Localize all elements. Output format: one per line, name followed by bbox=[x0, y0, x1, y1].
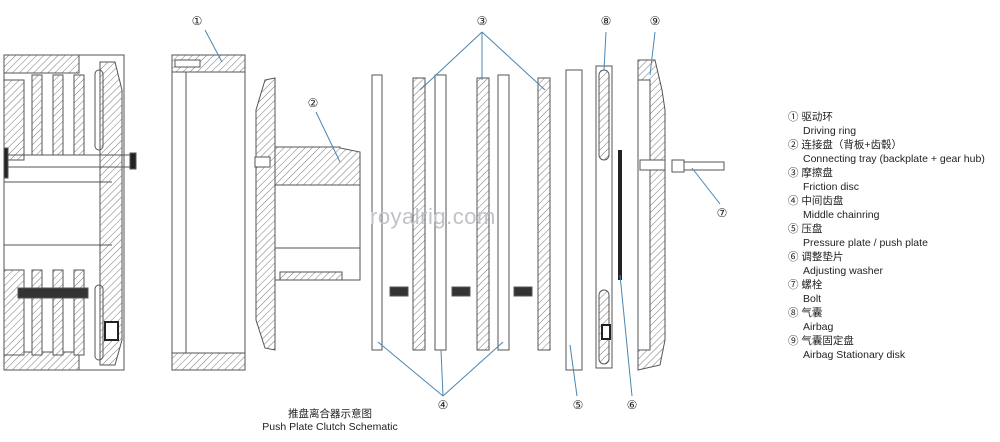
airbag-stationary-disk bbox=[637, 59, 666, 371]
callout-2: ② bbox=[307, 96, 319, 110]
callout-3: ③ bbox=[476, 14, 488, 28]
legend-item-2: ② 连接盘（背板+齿毂）Connecting tray (backplate +… bbox=[788, 139, 985, 165]
callout-4: ④ bbox=[437, 398, 449, 412]
caption-cn: 推盘离合器示意图 bbox=[288, 408, 372, 420]
diagram-caption: 推盘离合器示意图 Push Plate Clutch Schematic bbox=[240, 408, 420, 434]
callout-7: ⑦ bbox=[716, 206, 728, 220]
assembled-clutch-section bbox=[3, 54, 137, 371]
airbag bbox=[595, 65, 613, 369]
adjusting-washer bbox=[618, 150, 622, 280]
leader-lines bbox=[204, 29, 721, 397]
watermark: royalrig.com bbox=[370, 204, 496, 229]
connecting-tray bbox=[254, 77, 361, 351]
callout-9: ⑨ bbox=[649, 14, 661, 28]
bolt bbox=[671, 159, 725, 173]
callout-1: ① bbox=[191, 14, 203, 28]
pressure-plate bbox=[565, 69, 583, 371]
callout-5: ⑤ bbox=[572, 398, 584, 412]
driving-ring bbox=[171, 54, 246, 371]
callout-6: ⑥ bbox=[626, 398, 638, 412]
disc-pack bbox=[371, 74, 551, 351]
caption-en: Push Plate Clutch Schematic bbox=[262, 421, 398, 433]
callout-8: ⑧ bbox=[600, 14, 612, 28]
